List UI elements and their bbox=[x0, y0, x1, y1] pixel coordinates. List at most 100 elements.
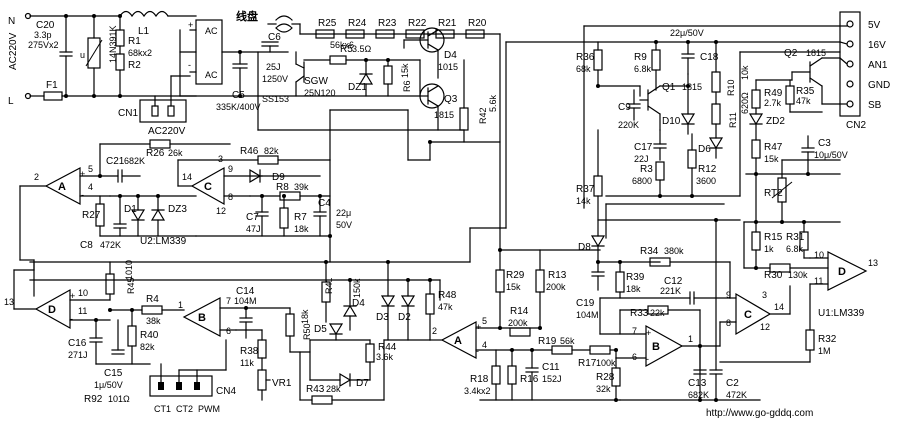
label-c13: C13 bbox=[688, 378, 707, 389]
diode-d7 bbox=[339, 372, 352, 388]
opamp-c-right bbox=[735, 292, 772, 336]
opamp-d-right bbox=[827, 251, 868, 291]
resistor-r47 bbox=[751, 139, 761, 159]
resistor-r49 bbox=[751, 89, 761, 109]
resistor-r29 bbox=[495, 269, 505, 293]
connector-cn2 bbox=[839, 11, 861, 117]
label-opamp-a-center: A bbox=[454, 335, 462, 347]
label-ac-top: AC bbox=[205, 26, 218, 36]
label-r8-val: 39k bbox=[294, 182, 309, 192]
label-q1-val: 1815 bbox=[682, 82, 702, 92]
label-c8: C8 bbox=[80, 240, 93, 251]
label-r42-val: 5.6k bbox=[488, 94, 498, 112]
label-r43-val: 28k bbox=[326, 384, 341, 394]
svg-text:+: + bbox=[188, 20, 193, 30]
label-c13-val: 682K bbox=[688, 390, 709, 400]
label-rt2: RT2 bbox=[764, 188, 783, 199]
label-u2: U2:LM339 bbox=[140, 236, 187, 247]
label-r49-val: 2.7k bbox=[764, 98, 782, 108]
label-r6: R6 bbox=[402, 80, 412, 92]
svg-text:u: u bbox=[80, 50, 85, 60]
label-r3: R3 bbox=[640, 164, 653, 175]
label-c18-top: 22μ/50V bbox=[670, 28, 704, 38]
label-r4-val: 38k bbox=[146, 316, 161, 326]
svg-text:11: 11 bbox=[78, 306, 87, 316]
bottom-left-section: D 13 10 11 + - R45 1010 C16 271J R4 38k bbox=[4, 259, 312, 414]
svg-text:7: 7 bbox=[226, 296, 231, 306]
label-r12-val: 3600 bbox=[696, 176, 716, 186]
resistor-r26 bbox=[149, 139, 171, 149]
resistor-r18 bbox=[491, 365, 501, 385]
label-r34-val: 380k bbox=[664, 246, 684, 256]
label-d3: D3 bbox=[376, 312, 389, 323]
label-r7: R7 bbox=[294, 212, 307, 223]
label-r24: R24 bbox=[348, 18, 367, 29]
cn2-pin-4 bbox=[846, 80, 854, 88]
cn2-label-sb: SB bbox=[868, 100, 882, 111]
label-r29: R29 bbox=[506, 270, 525, 281]
label-r46-val: 82k bbox=[264, 146, 279, 156]
label-r30-val: 130k bbox=[788, 270, 808, 280]
label-r26-val: 26k bbox=[168, 148, 183, 158]
diode-d3 bbox=[380, 295, 396, 308]
svg-text:-: - bbox=[188, 60, 191, 70]
label-r3-val: 6800 bbox=[632, 176, 652, 186]
label-c15: C15 bbox=[104, 368, 123, 379]
label-r37: R37 bbox=[576, 184, 595, 195]
label-r29-val: 15k bbox=[506, 282, 521, 292]
resistor-r35 bbox=[785, 85, 795, 105]
label-c20: C20 bbox=[36, 20, 55, 31]
fuse-f1 bbox=[43, 91, 63, 101]
resistor-r11 bbox=[711, 103, 721, 125]
label-c19-val: 104M bbox=[576, 310, 599, 320]
left-comparators: A 2 5 4 + - C21 682K R26 26k R27 bbox=[19, 109, 501, 261]
label-r31: R31 bbox=[786, 232, 805, 243]
svg-text:-: - bbox=[646, 354, 649, 364]
label-d4: D4 bbox=[444, 50, 457, 61]
website-watermark: http://www.go-gddq.com bbox=[706, 408, 813, 419]
label-d4-val: 1015 bbox=[438, 62, 458, 72]
label-q3-val: 1815 bbox=[434, 110, 454, 120]
label-r41: R41 bbox=[324, 277, 334, 294]
label-14n391k: 14N391K bbox=[108, 25, 118, 63]
label-r30: R30 bbox=[764, 270, 783, 281]
label-c9: C9 bbox=[618, 102, 631, 113]
label-r7-val: 18k bbox=[294, 224, 309, 234]
label-r14: R14 bbox=[510, 306, 529, 317]
label-c17: C17 bbox=[634, 142, 653, 153]
svg-text:1: 1 bbox=[688, 334, 693, 344]
label-c15-val: 1μ/50V bbox=[94, 380, 123, 390]
label-r43: R43 bbox=[306, 384, 325, 395]
connector-cn2-group: 5V 16V AN1 GND SB CN2 bbox=[839, 11, 890, 131]
svg-text:+: + bbox=[70, 291, 75, 301]
label-ct2: CT2 bbox=[176, 404, 193, 414]
resistor-r15 bbox=[751, 231, 761, 251]
svg-text:11: 11 bbox=[814, 276, 823, 286]
resistor-r17 bbox=[589, 345, 611, 355]
label-sgw: SGW bbox=[304, 76, 328, 87]
resistor-r50 bbox=[285, 313, 295, 337]
label-r20: R20 bbox=[468, 18, 487, 29]
resistor-r4 bbox=[141, 305, 163, 315]
label-r38: R38 bbox=[240, 346, 259, 357]
resistor-r12 bbox=[687, 149, 697, 169]
svg-text:9: 9 bbox=[726, 290, 731, 300]
label-d2: D2 bbox=[398, 312, 411, 323]
label-r8: R8 bbox=[276, 182, 289, 193]
label-c6: C6 bbox=[268, 32, 281, 43]
label-opamp-c-left: C bbox=[204, 181, 212, 193]
label-d6: D6 bbox=[698, 144, 711, 155]
resistor-r38 bbox=[257, 339, 267, 359]
resistor-r45 bbox=[105, 273, 115, 295]
zener-zd2 bbox=[748, 113, 764, 126]
label-d9: D9 bbox=[272, 172, 285, 183]
label-d1: D1 bbox=[124, 204, 137, 215]
label-r44-val: 3.6k bbox=[376, 352, 394, 362]
label-r14-val: 200k bbox=[508, 318, 528, 328]
svg-text:12: 12 bbox=[760, 322, 770, 332]
svg-text:5: 5 bbox=[88, 164, 93, 174]
label-r37-val: 14k bbox=[576, 196, 591, 206]
resistor-r37 bbox=[593, 175, 603, 197]
resistor-r44 bbox=[365, 343, 375, 363]
label-c20-val: 3.3p bbox=[34, 30, 52, 40]
